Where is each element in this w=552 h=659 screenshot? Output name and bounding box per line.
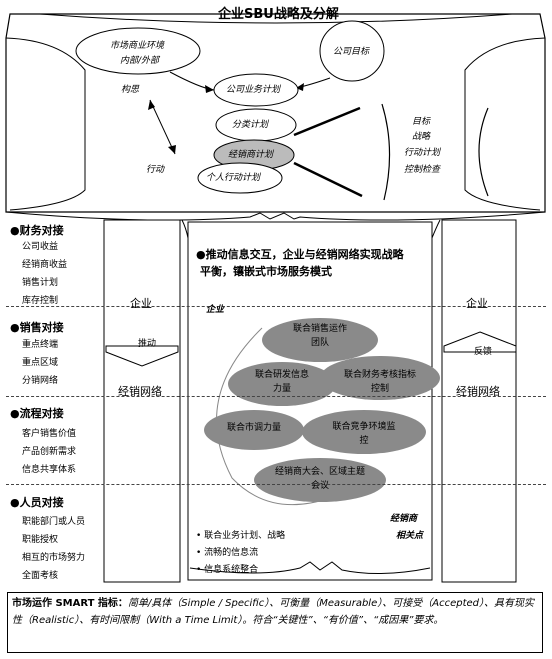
bullet-item: • 流畅的信息流 [196,548,259,558]
top-frame [5,13,546,221]
smart-footer: 市场运作 SMART 指标：简单/具体（Simple / Specific）、可… [7,592,543,653]
cloud-label: 经销商大会、区域主题会议 [274,467,365,492]
cloud-label: 联合市调力量 [226,423,281,433]
separator [6,306,546,307]
list-item: 产品创新需求 [22,447,77,457]
left-column-top: 企业 [130,297,152,310]
personal-plan-label: 个人行动计划 [206,173,261,183]
list-item: 库存控制 [22,296,59,306]
list-item: 职能授权 [22,535,59,545]
business-plan-label: 公司业务计划 [226,85,281,95]
right-list-item: 行动计划 [404,148,441,158]
list-item: 分销网络 [22,376,59,386]
cloud-label: 联合财务考核指标控制 [343,370,416,395]
list-item: 重点终端 [22,340,59,350]
left-arrow-label: 推动 [138,339,157,349]
enterprise-label: 企业 [206,305,225,315]
smart-label: 市场运作 SMART 指标： [12,598,128,609]
dealer-label-line1: 经销商 [390,514,418,524]
page-title: 企业SBU战略及分解 [218,7,339,22]
list-item: 重点区域 [22,358,59,368]
bullet-item: • 联合业务计划、战略 [196,531,286,541]
section-title-finance: ●财务对接 [10,224,64,237]
left-column-bottom: 经销网络 [118,385,162,398]
list-item: 信息共享体系 [22,465,77,475]
list-item: 公司收益 [22,242,59,252]
separator [6,396,546,397]
list-item: 经销商收益 [22,260,68,270]
cloud-label: 联合研发信息力量 [254,370,309,395]
dealer-plan-label: 经销商计划 [228,150,274,160]
right-column-bottom: 经销网络 [456,385,500,398]
right-column-top: 企业 [466,297,488,310]
list-item: 销售计划 [22,278,59,288]
smart-body: 简单/具体（Simple / Specific）、可衡量（Measurable）… [12,598,534,626]
center-headline-line2: 平衡，镶嵌式市场服务模式 [200,265,332,278]
list-item: 客户销售价值 [22,429,77,439]
section-title-process: ●流程对接 [10,407,64,420]
right-arrow-label: 反馈 [474,347,493,357]
dealer-label-line2: 相关点 [396,531,424,541]
cloud-label: 联合竞争环境监控 [332,422,396,447]
concept-label: 构思 [121,85,140,95]
separator [6,484,546,485]
right-list-item: 战略 [412,132,431,142]
company-goal-label: 公司目标 [333,47,370,57]
market-env-line2: 内部/外部 [120,56,160,66]
sub-plan-label: 分类计划 [232,120,269,130]
middle-frame [103,219,517,583]
right-list-item: 控制检查 [404,165,441,175]
action-label: 行动 [146,165,165,175]
list-item: 相互的市场努力 [22,553,86,563]
section-title-sales: ●销售对接 [10,321,64,334]
list-item: 职能部门或人员 [22,517,86,527]
right-list-item: 目标 [412,117,431,127]
list-item: 全面考核 [22,571,59,581]
cloud-label: 联合销售运作团队 [292,324,347,349]
section-title-people: ●人员对接 [10,496,64,509]
market-env-line1: 市场商业环境 [110,41,165,51]
center-headline-line1: ●推动信息交互，企业与经销网络实现战略 [196,248,404,261]
bullet-item: • 信息系统整合 [196,565,259,575]
